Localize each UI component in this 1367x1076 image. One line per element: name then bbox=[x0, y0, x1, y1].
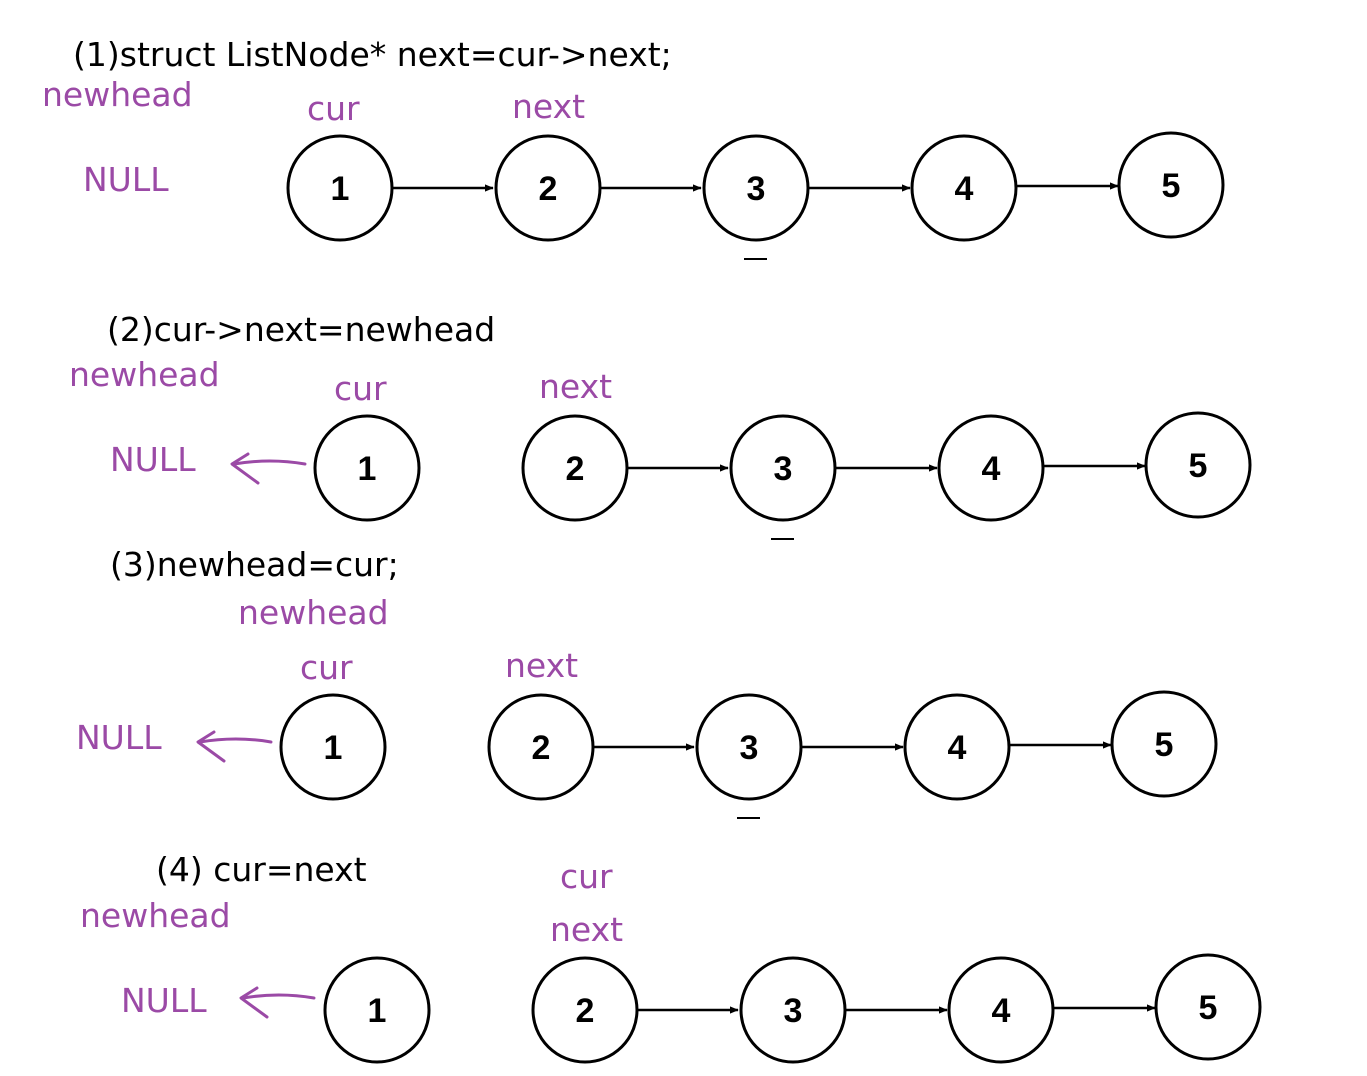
step-2-node-1: 1 bbox=[313, 414, 421, 522]
step-2-node-2: 2 bbox=[521, 414, 629, 522]
step-1-next-label: next bbox=[512, 87, 585, 126]
node-value: 2 bbox=[576, 992, 595, 1030]
step-3-next-label: next bbox=[505, 646, 578, 685]
step-4-null-arrow bbox=[239, 986, 316, 1019]
step-4-newhead-label: newhead bbox=[80, 896, 231, 935]
step-4-node-3: 3 bbox=[739, 956, 847, 1064]
step-2: (2)cur->next=newhead newhead NULL cur ne… bbox=[69, 310, 1252, 540]
step-3-node-2: 2 bbox=[487, 693, 595, 801]
step-2-node-4: 4 bbox=[937, 414, 1045, 522]
node-value: 5 bbox=[1189, 447, 1208, 485]
step-3-newhead-label: newhead bbox=[238, 593, 389, 632]
step-3-null-arrow bbox=[196, 730, 273, 763]
step-1-node-4: 4 bbox=[910, 134, 1018, 242]
node-value: 1 bbox=[368, 992, 387, 1030]
step-2-cur-label: cur bbox=[334, 369, 387, 408]
node-value: 5 bbox=[1199, 989, 1218, 1027]
step-4-node-2: 2 bbox=[531, 956, 639, 1064]
step-1-node-2: 2 bbox=[494, 134, 602, 242]
step-4-title: (4) cur=next bbox=[156, 850, 367, 889]
step-2-next-label: next bbox=[539, 367, 612, 406]
step-3-title: (3)newhead=cur; bbox=[110, 545, 399, 584]
node-value: 2 bbox=[566, 450, 585, 488]
step-1-node-1: 1 bbox=[286, 134, 394, 242]
node-value: 5 bbox=[1155, 726, 1174, 764]
node-value: 1 bbox=[324, 729, 343, 767]
step-4-node-5: 5 bbox=[1154, 953, 1262, 1061]
node-value: 5 bbox=[1162, 167, 1181, 205]
node-value: 4 bbox=[955, 170, 974, 208]
step-1-null-label: NULL bbox=[83, 160, 169, 199]
step-3-node-1: 1 bbox=[279, 693, 387, 801]
step-4: (4) cur=next newhead NULL cur next 1 2 3… bbox=[80, 850, 1262, 1064]
step-3-node-3: 3 bbox=[695, 693, 803, 801]
step-4-null-label: NULL bbox=[121, 981, 207, 1020]
node-value: 4 bbox=[982, 450, 1001, 488]
step-2-null-arrow bbox=[230, 452, 307, 485]
step-4-node-4: 4 bbox=[947, 956, 1055, 1064]
step-2-node-3: 3 bbox=[729, 414, 837, 522]
step-1-newhead-label: newhead bbox=[42, 75, 193, 114]
step-2-newhead-label: newhead bbox=[69, 355, 220, 394]
step-2-title: (2)cur->next=newhead bbox=[107, 310, 495, 349]
step-4-cur-label: cur bbox=[560, 857, 613, 896]
step-3-node-5: 5 bbox=[1110, 690, 1218, 798]
step-1-node-5: 5 bbox=[1117, 131, 1225, 239]
step-1-cur-label: cur bbox=[307, 89, 360, 128]
step-2-node-5: 5 bbox=[1144, 411, 1252, 519]
node-value: 3 bbox=[740, 729, 759, 767]
step-1-node-3: 3 bbox=[702, 134, 810, 242]
node-value: 3 bbox=[774, 450, 793, 488]
node-value: 2 bbox=[539, 170, 558, 208]
step-4-node-1: 1 bbox=[323, 956, 431, 1064]
step-3: (3)newhead=cur; newhead NULL cur next 1 … bbox=[76, 545, 1218, 819]
step-1-title: (1)struct ListNode* next=cur->next; bbox=[73, 35, 672, 74]
node-value: 1 bbox=[358, 450, 377, 488]
step-3-cur-label: cur bbox=[300, 648, 353, 687]
node-value: 4 bbox=[948, 729, 967, 767]
step-1: (1)struct ListNode* next=cur->next; newh… bbox=[42, 35, 1225, 260]
step-4-next-label: next bbox=[550, 910, 623, 949]
node-value: 3 bbox=[784, 992, 803, 1030]
node-value: 2 bbox=[532, 729, 551, 767]
node-value: 3 bbox=[747, 170, 766, 208]
step-3-null-label: NULL bbox=[76, 718, 162, 757]
step-2-null-label: NULL bbox=[110, 440, 196, 479]
step-3-node-4: 4 bbox=[903, 693, 1011, 801]
node-value: 4 bbox=[992, 992, 1011, 1030]
node-value: 1 bbox=[331, 170, 350, 208]
